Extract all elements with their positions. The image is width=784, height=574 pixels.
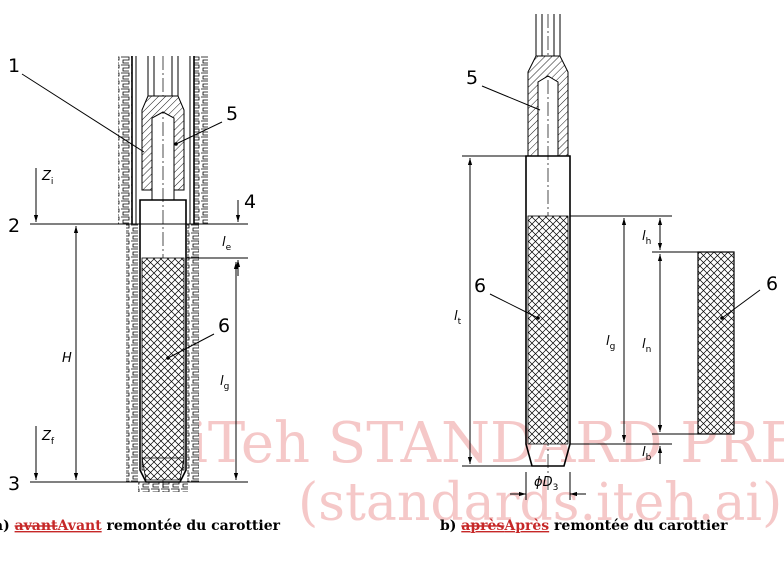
drill-rod-b [535, 14, 561, 56]
item-label-4: 4 [244, 191, 256, 213]
soil-core-b [527, 215, 569, 445]
figure-b: lt lg lh ln lb ϕD3 5 6 6 b) aprè [440, 14, 778, 534]
item-label-6-b-right: 6 [766, 273, 778, 295]
leader-6b-right-dot [720, 316, 724, 320]
lg-label-b: lg [606, 334, 615, 352]
leader-6b-right [721, 289, 761, 319]
h-label: H [62, 351, 72, 366]
item-label-6-a: 6 [218, 315, 230, 337]
soil-core-a [141, 257, 185, 471]
sampler-head-b [527, 55, 569, 157]
watermark-line-2: (standards.iteh.ai) [298, 473, 782, 533]
lb-label: lb [642, 445, 652, 463]
lg-label-a: lg [220, 374, 229, 392]
d3-label: ϕD3 [534, 475, 558, 493]
leader-5a-dot [174, 142, 178, 146]
item-label-6-b-left: 6 [474, 275, 486, 297]
figure-a: Zi Zf H le lg 1 5 2 4 6 3 a) avantAvant … [0, 55, 281, 534]
item-label-5-a: 5 [226, 103, 238, 125]
leader-6a [167, 333, 215, 359]
leader-6a-dot [166, 356, 170, 360]
ln-label: ln [642, 337, 651, 355]
leader-5a [175, 121, 223, 145]
cutting-shoe-a [141, 457, 185, 481]
item-label-2: 2 [8, 215, 20, 237]
leader-1 [21, 73, 145, 153]
zi-label: Zi [41, 169, 53, 187]
caption-b: b) aprèsAprès remontée du carottier [440, 518, 728, 534]
watermark-line-1: iTeh STANDARD PREVIEW [190, 411, 784, 476]
caption-a: a) avantAvant remontée du carottier [0, 518, 281, 534]
item-label-3: 3 [8, 473, 20, 495]
lh-label: lh [642, 229, 651, 247]
item-label-5-b: 5 [466, 67, 478, 89]
drill-rod [147, 56, 179, 96]
soil-texture-right-upper [194, 56, 208, 224]
soil-texture-left-lower [126, 224, 138, 482]
zf-label: Zf [41, 429, 55, 447]
item-label-1: 1 [8, 55, 20, 77]
extracted-sample [697, 251, 735, 435]
le-label: le [222, 235, 232, 253]
leader-6b-left [489, 293, 539, 319]
soil-texture-right-lower [187, 224, 199, 482]
lt-label: lt [454, 309, 462, 327]
leader-5b [481, 85, 541, 111]
leader-6b-left-dot [536, 316, 540, 320]
outer-casing-walls [131, 56, 195, 224]
